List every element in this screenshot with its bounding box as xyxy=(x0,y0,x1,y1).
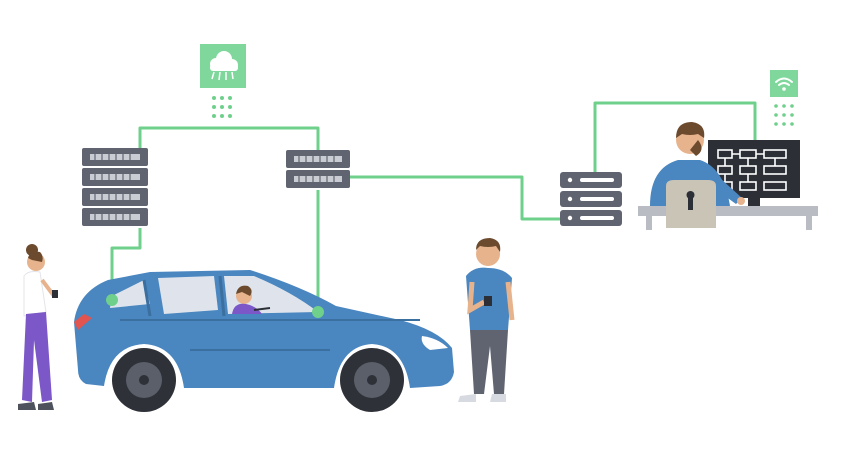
car-wheel-front xyxy=(340,348,404,412)
desk xyxy=(638,206,818,216)
wifi-signal-dots xyxy=(774,104,794,126)
driver xyxy=(232,285,271,314)
network-links xyxy=(110,101,757,312)
cloud-signal-dots xyxy=(212,96,232,118)
car-node-rear xyxy=(106,294,118,306)
cloud-network-icon xyxy=(210,51,238,81)
mid-server-to-right-server-link xyxy=(350,175,560,221)
connected-car xyxy=(74,270,454,412)
man-with-phone xyxy=(458,238,515,402)
cloud-to-servers-link xyxy=(138,126,320,150)
car-wheel-rear xyxy=(112,348,176,412)
cloud-tile xyxy=(200,44,246,118)
right-server-to-wifi-link xyxy=(593,101,757,172)
left-server-to-car-rear-link xyxy=(110,228,142,300)
server-rack-left xyxy=(82,148,148,226)
woman-with-phone xyxy=(18,244,58,410)
server-rack-middle xyxy=(286,150,350,188)
car-node-front xyxy=(312,306,324,318)
operator-at-desk xyxy=(638,122,818,230)
wifi-tile xyxy=(770,70,798,126)
wifi-icon xyxy=(775,77,793,86)
server-rack-right xyxy=(560,172,622,226)
